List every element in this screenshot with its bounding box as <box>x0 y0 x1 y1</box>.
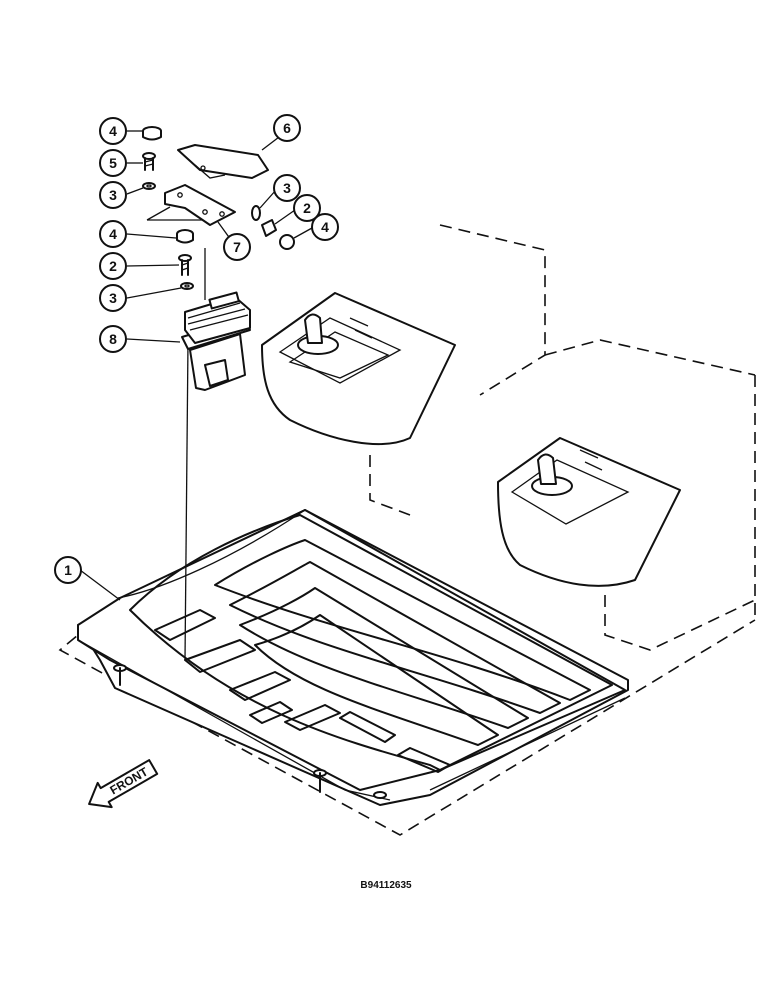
callout-number: 6 <box>283 120 291 136</box>
callout-c3c: 3 <box>273 174 301 202</box>
floor-plate <box>77 509 629 806</box>
callout-number: 3 <box>109 187 117 203</box>
callout-c3b: 3 <box>99 284 127 312</box>
callout-number: 3 <box>283 180 291 196</box>
washer-mid <box>180 282 194 290</box>
left-joystick <box>297 313 339 355</box>
floor-stud <box>373 791 387 799</box>
callout-number: 4 <box>109 226 117 242</box>
left-control-console <box>261 292 456 445</box>
callout-number: 2 <box>109 258 117 274</box>
callout-number: 1 <box>64 562 72 578</box>
callout-c6: 6 <box>273 114 301 142</box>
callout-number: 5 <box>109 155 117 171</box>
right-joystick <box>531 453 573 496</box>
callout-number: 2 <box>303 200 311 216</box>
cap-top <box>142 126 162 141</box>
callout-number: 7 <box>233 239 241 255</box>
callout-c2b: 2 <box>293 194 321 222</box>
callout-c2a: 2 <box>99 252 127 280</box>
washer-right <box>251 205 261 221</box>
washer-top <box>142 182 156 190</box>
callout-number: 3 <box>109 290 117 306</box>
callout-number: 4 <box>321 219 329 235</box>
callout-c5: 5 <box>99 149 127 177</box>
cap-right <box>279 234 295 250</box>
callout-c3a: 3 <box>99 181 127 209</box>
drawing-code: B94112635 <box>360 880 412 891</box>
bracket <box>164 184 236 226</box>
floor-stud <box>313 769 327 793</box>
pedal-valve <box>181 291 251 391</box>
callout-c8: 8 <box>99 325 127 353</box>
callout-c4a: 4 <box>99 117 127 145</box>
leader-lines <box>79 130 313 601</box>
cap-mid <box>176 229 194 244</box>
callout-number: 8 <box>109 331 117 347</box>
bolt-top <box>142 152 156 171</box>
callout-c4c: 4 <box>311 213 339 241</box>
right-control-console <box>497 437 681 587</box>
callout-c1: 1 <box>54 556 82 584</box>
callout-number: 4 <box>109 123 117 139</box>
front-arrow: FRONT <box>88 759 159 809</box>
callout-c7: 7 <box>223 233 251 261</box>
floor-stud <box>113 664 127 686</box>
bolt-mid <box>178 254 192 276</box>
bolt-right <box>261 219 277 237</box>
pedal-cover <box>177 144 269 179</box>
callout-c4b: 4 <box>99 220 127 248</box>
